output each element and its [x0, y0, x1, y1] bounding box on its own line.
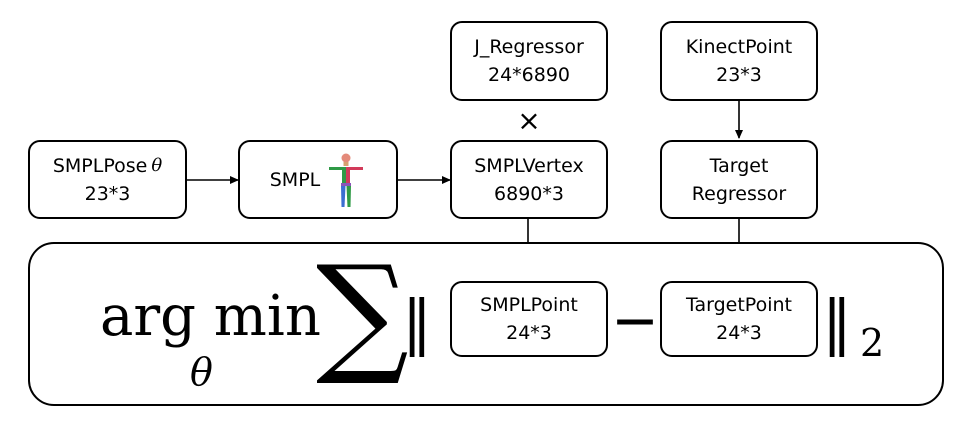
smpl-pose-dims: 23*3 — [84, 182, 131, 205]
norm-open-bars: ‖ — [402, 288, 432, 358]
target-point-label: TargetPoint — [686, 294, 792, 316]
smpl-point-box: SMPLPoint 24*3 — [450, 281, 608, 357]
smpl-pose-box: SMPLPose θ 23*3 — [28, 140, 187, 219]
norm-subscript-2: 2 — [860, 321, 885, 365]
smpl-label: SMPL — [269, 168, 321, 191]
j-regressor-label: J_Regressor — [474, 36, 584, 58]
smpl-vertex-label: SMPLVertex — [474, 154, 584, 177]
argmin-text: arg min — [100, 284, 321, 349]
smpl-point-dims: 24*3 — [506, 322, 552, 344]
smpl-human-model-icon — [329, 153, 364, 207]
minus-operator: — — [615, 297, 655, 343]
target-point-box: TargetPoint 24*3 — [660, 281, 818, 357]
norm-close-bars: ‖ — [822, 288, 852, 358]
argmin-subscript-theta: θ — [190, 350, 213, 394]
target-regressor-label: Target — [709, 154, 769, 177]
target-regressor-label-2: Regressor — [691, 182, 787, 205]
smpl-vertex-box: SMPLVertex 6890*3 — [450, 140, 608, 219]
kinect-point-label: KinectPoint — [685, 36, 793, 58]
j-regressor-dims: 24*6890 — [487, 64, 571, 86]
kinect-point-box: KinectPoint 23*3 — [660, 21, 818, 101]
target-point-dims: 24*3 — [716, 322, 762, 344]
kinect-point-dims: 23*3 — [716, 64, 762, 86]
smpl-vertex-dims: 6890*3 — [494, 182, 564, 205]
multiply-operator: × — [517, 104, 541, 137]
summation-symbol: ∑ — [316, 237, 409, 389]
target-regressor-box: Target Regressor — [660, 140, 818, 219]
j-regressor-box: J_Regressor 24*6890 — [450, 21, 608, 101]
theta-symbol: θ — [151, 154, 163, 176]
smpl-point-label: SMPLPoint — [480, 294, 578, 316]
smpl-pose-label: SMPLPose — [52, 154, 148, 177]
smpl-box: SMPL — [238, 140, 398, 219]
